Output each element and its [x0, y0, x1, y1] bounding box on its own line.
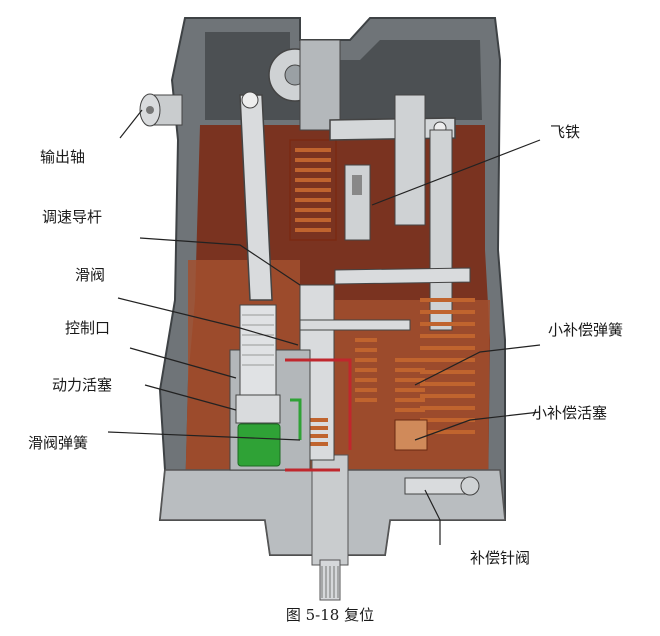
label-power-piston: 动力活塞 [52, 376, 112, 394]
small-comp-spring-part [395, 358, 425, 412]
output-shaft-part [139, 93, 183, 127]
label-small-comp-spring: 小补偿弹簧 [548, 321, 623, 339]
power-piston-part [235, 394, 281, 424]
needle-valve-part [404, 476, 480, 496]
horizontal-link [299, 319, 411, 331]
label-comp-needle-valve: 补偿针阀 [470, 549, 530, 567]
figure-caption: 图 5-18 复位 [286, 606, 374, 624]
label-output-shaft: 输出轴 [40, 148, 85, 166]
oil-passage [285, 358, 352, 472]
compensation-plate [334, 267, 471, 285]
label-control-port: 控制口 [65, 319, 110, 337]
label-small-comp-piston: 小补偿活塞 [532, 404, 607, 422]
label-flyweight: 飞铁 [550, 123, 580, 141]
power-piston-rod [239, 304, 277, 401]
label-speed-guide-rod: 调速导杆 [42, 208, 102, 226]
label-slide-valve: 滑阀 [75, 266, 105, 284]
ballhead-column [299, 39, 341, 131]
green-oil-chamber [237, 423, 281, 467]
buffer-spring [420, 298, 475, 434]
leader-lines [107, 109, 541, 545]
label-slide-valve-spring: 滑阀弹簧 [28, 434, 88, 452]
speeder-spring [295, 148, 331, 232]
governor-cutaway-illustration [139, 17, 506, 601]
slide-valve-spring-part [308, 418, 328, 446]
small-comp-piston-part [394, 419, 428, 451]
